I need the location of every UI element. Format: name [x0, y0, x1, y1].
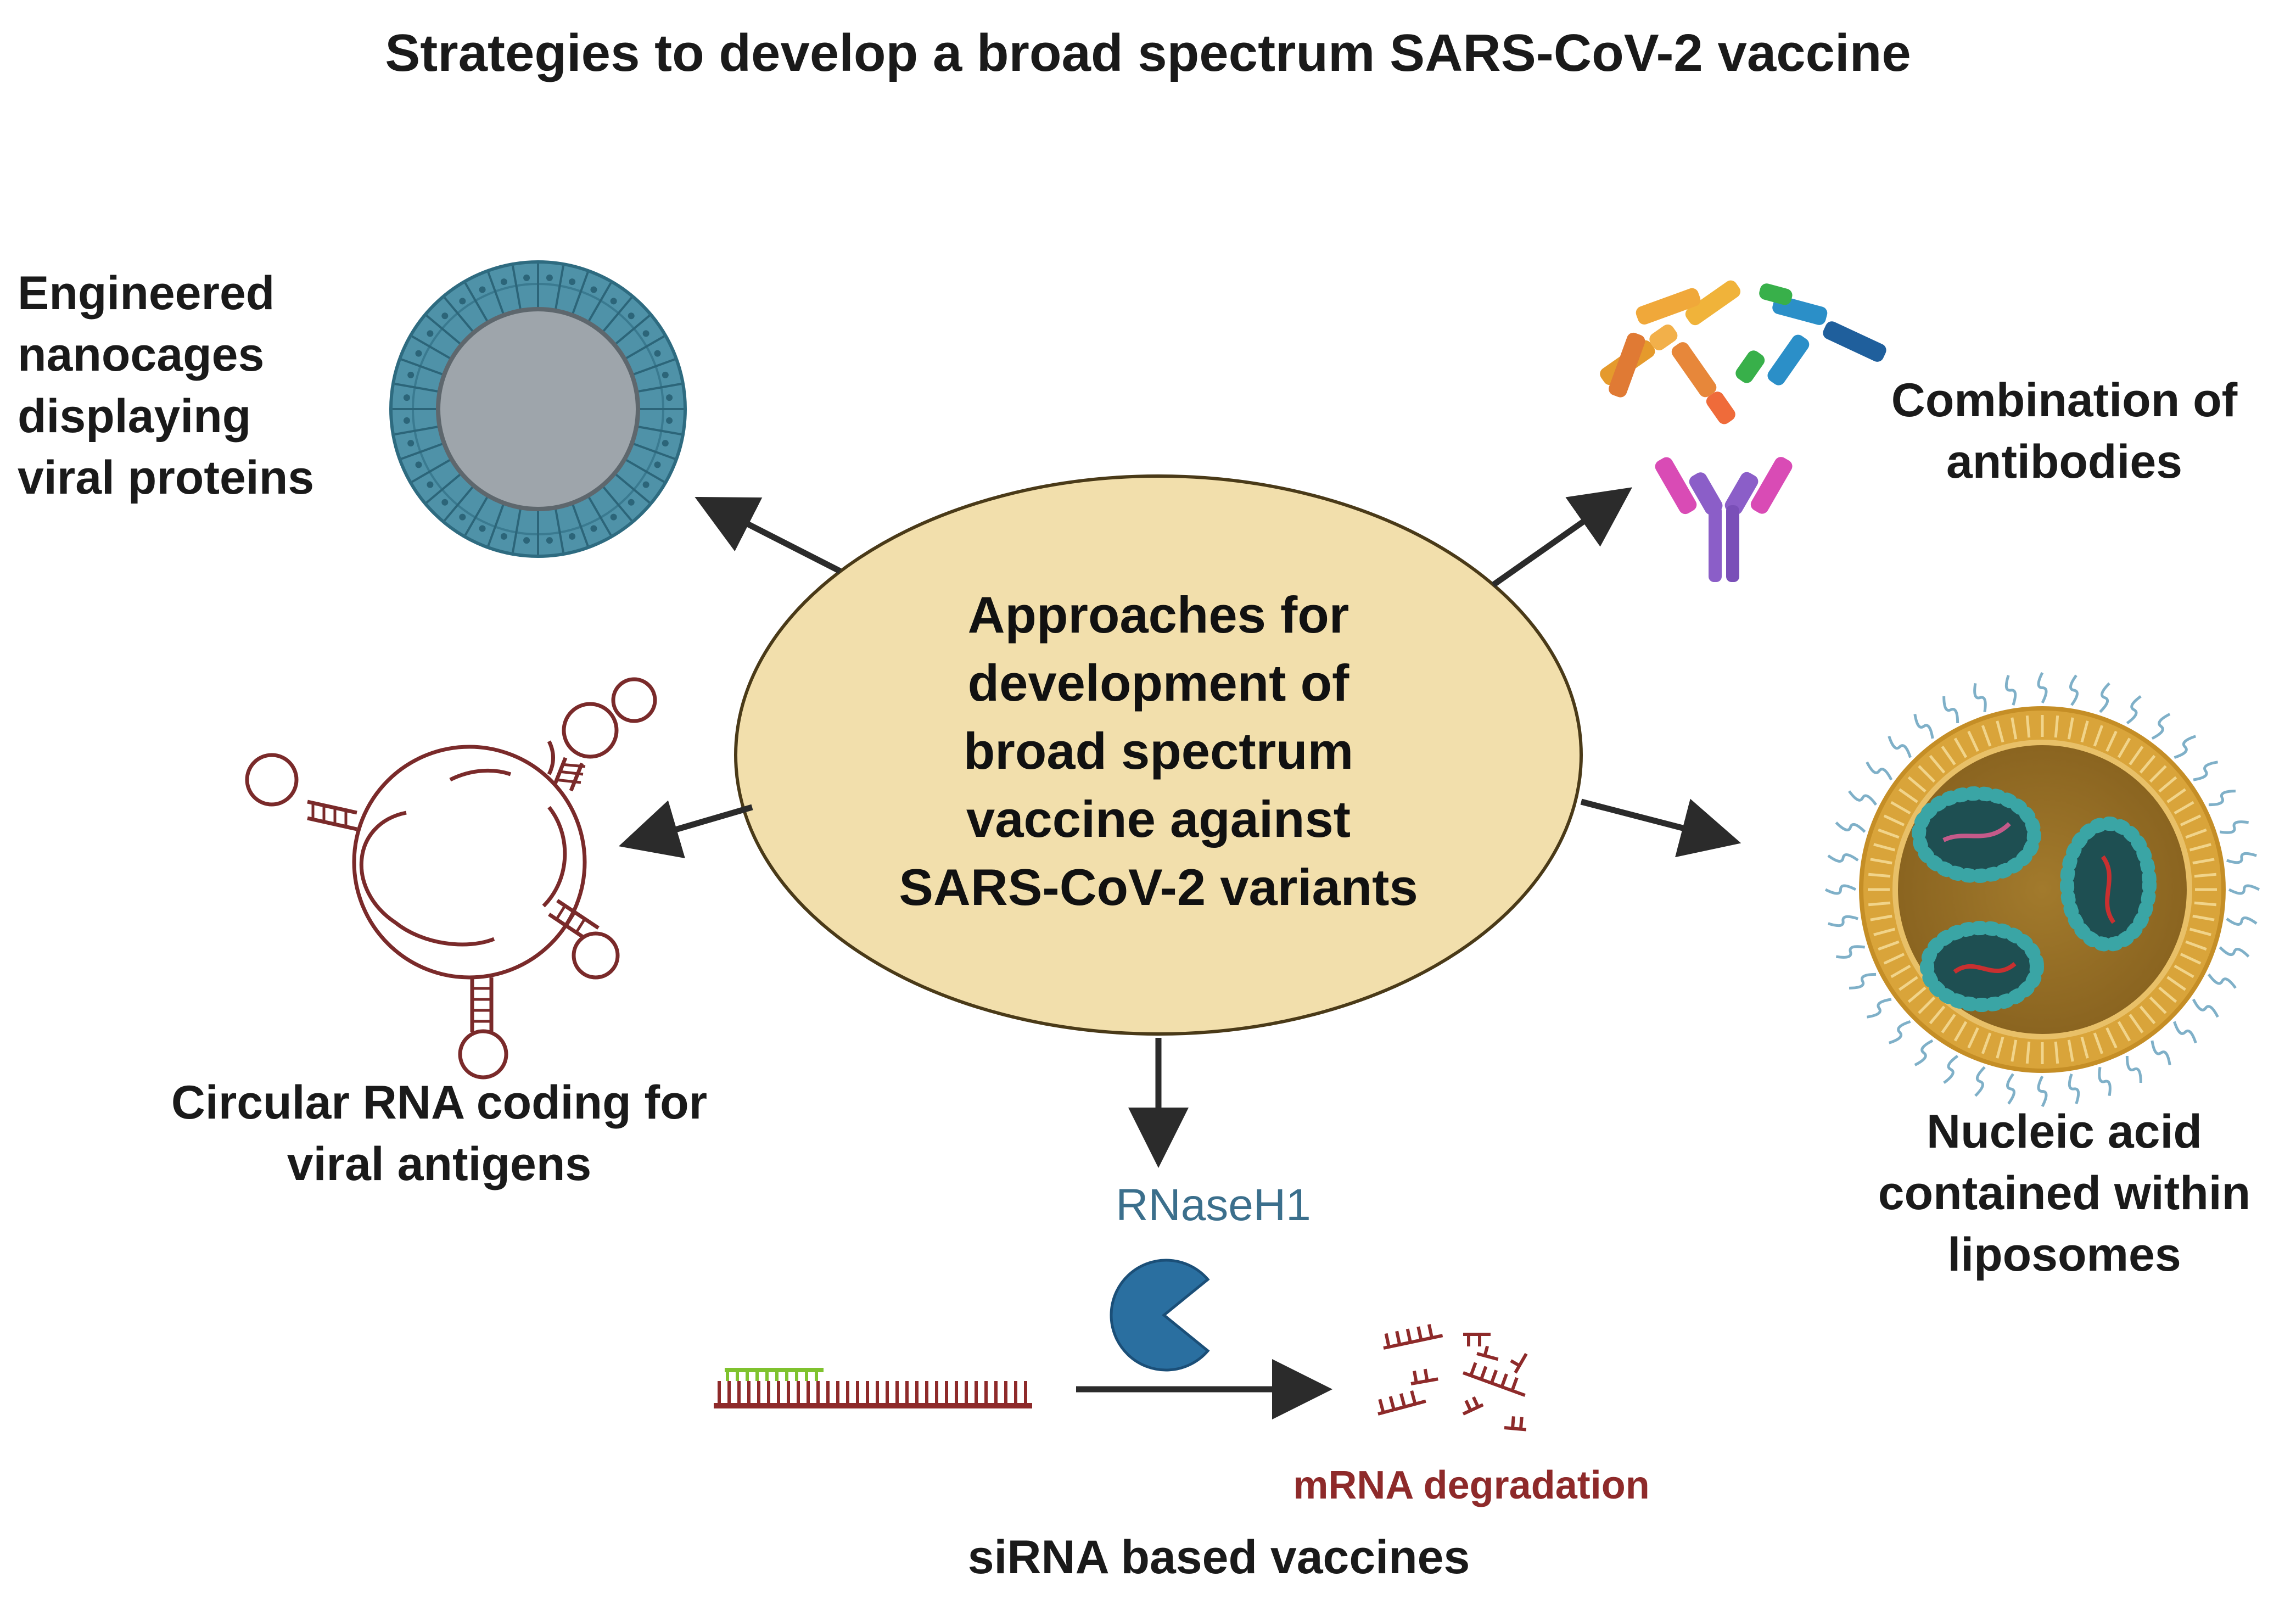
label-liposomes-line-1: Nucleic acid	[1927, 1105, 2202, 1158]
label-sirna-vaccines: siRNA based vaccines	[967, 1531, 1470, 1584]
label-nanocages: Engineered nanocages displaying viral pr…	[18, 262, 402, 508]
lipo-particle-3	[1920, 921, 2044, 1012]
arrow-to-liposomes	[1580, 798, 1741, 858]
nanocage-icon	[389, 260, 687, 558]
label-antibodies-line-1: Combination of	[1891, 374, 2238, 427]
center-line-5: SARS-CoV-2 variants	[899, 858, 1418, 916]
label-nanocages-line-2: nanocages	[18, 328, 265, 381]
label-rnaseh1: RNaseH1	[1116, 1180, 1311, 1230]
circular-rna-icon	[245, 677, 657, 1080]
liposome-icon	[1824, 672, 2260, 1108]
central-approaches-ellipse	[734, 474, 1583, 1036]
label-liposomes-line-3: liposomes	[1947, 1228, 2181, 1281]
label-circular-rna-line-1: Circular RNA coding for	[171, 1076, 708, 1129]
label-circular-rna-line-2: viral antigens	[287, 1138, 592, 1190]
label-liposomes: Nucleic acid contained within liposomes	[1845, 1101, 2284, 1285]
label-circular-rna: Circular RNA coding for viral antigens	[126, 1072, 752, 1195]
center-line-2: development of	[967, 654, 1349, 712]
center-line-1: Approaches for	[967, 586, 1349, 644]
lipo-particle-2	[2060, 817, 2157, 952]
arrows	[618, 487, 1741, 1419]
page-title: Strategies to develop a broad spectrum S…	[385, 24, 1911, 82]
label-mrna-degradation: mRNA degradation	[1293, 1463, 1650, 1507]
arrow-to-nanocages	[695, 497, 842, 574]
rnaseh1-pacman-icon	[1110, 1259, 1210, 1372]
label-liposomes-line-2: contained within	[1878, 1167, 2251, 1220]
center-line-3: broad spectrum	[963, 722, 1354, 780]
label-antibodies-line-2: antibodies	[1946, 435, 2183, 488]
arrow-to-circular-rna	[618, 800, 753, 859]
antibody-group-icon	[1600, 280, 1886, 582]
center-line-4: vaccine against	[966, 790, 1351, 848]
label-nanocages-line-4: viral proteins	[18, 451, 315, 504]
central-approaches-text: Approaches for development of broad spec…	[802, 581, 1515, 921]
lipo-particle-1	[1912, 786, 2041, 883]
mrna-fragments-icon	[1377, 1324, 1528, 1432]
label-nanocages-line-1: Engineered	[18, 267, 275, 320]
label-antibodies: Combination of antibodies	[1861, 370, 2267, 493]
arrow-to-antibodies	[1491, 487, 1633, 588]
label-nanocages-line-3: displaying	[18, 390, 251, 443]
sirna-duplex-icon	[714, 1368, 1032, 1408]
